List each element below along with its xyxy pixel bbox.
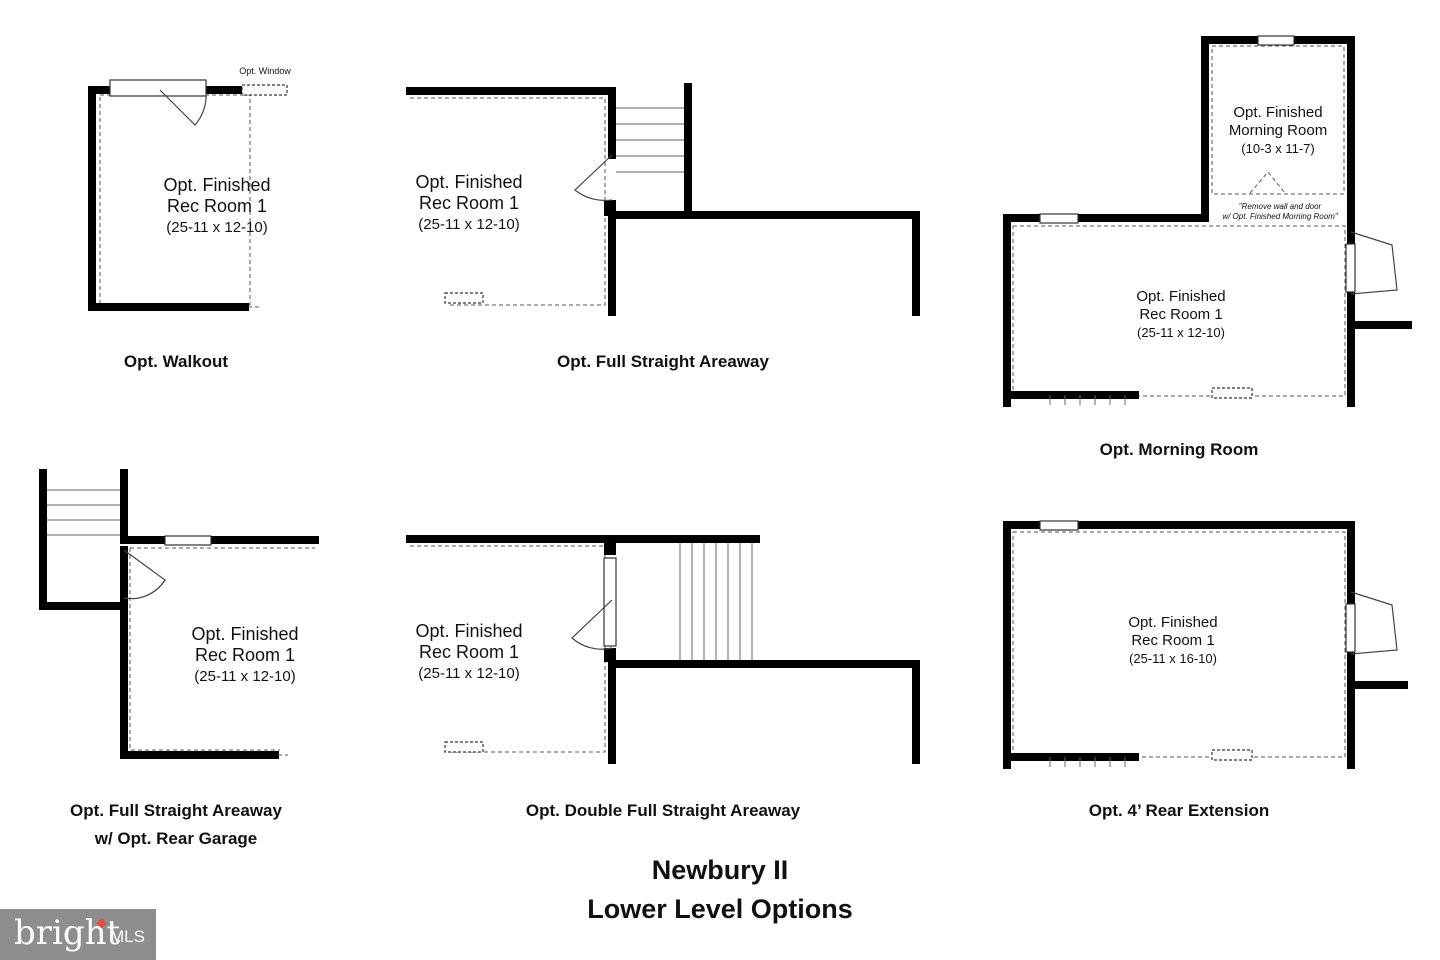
room-dimensions: (25-11 x 12-10)	[194, 668, 296, 685]
plan-morning-room	[1003, 35, 1412, 407]
plan-note: "Remove wall and door w/ Opt. Finished M…	[1222, 202, 1337, 222]
plan-caption: Opt. Double Full Straight Areaway	[525, 801, 801, 820]
bright-mls-logo: bright MLS	[0, 909, 156, 960]
plan-caption: Opt. Full Straight Areaway w/ Opt. Rear …	[70, 797, 282, 853]
room-name: Rec Room 1	[418, 193, 520, 213]
room-dimensions: (25-11 x 12-10)	[418, 665, 520, 682]
plan-caption: Opt. 4’ Rear Extension	[1088, 801, 1270, 820]
room-name: Rec Room 1	[194, 645, 296, 665]
room-name: Rec Room 1	[1131, 632, 1215, 649]
plan-walkout	[88, 79, 288, 311]
room-name: Opt. Finished	[163, 175, 271, 195]
plan-caption: Opt. Walkout	[123, 352, 229, 371]
room-name: Rec Room 1	[418, 642, 520, 662]
title-line: Newbury II	[651, 855, 789, 885]
room-label: Opt. Finished Rec Room 1 (25-11 x 16-10)	[1128, 614, 1217, 668]
room-name: Morning Room	[1228, 122, 1328, 139]
caption-line: w/ Opt. Rear Garage	[94, 829, 258, 848]
note-line: w/ Opt. Finished Morning Room"	[1222, 212, 1338, 221]
plan-full-straight-areaway	[406, 83, 920, 316]
subtitle-line: Lower Level Options	[587, 894, 853, 924]
room-label: Opt. Finished Morning Room (10-3 x 11-7)	[1229, 104, 1327, 158]
room-name: Opt. Finished	[191, 624, 299, 644]
plan-areaway-rear-garage	[39, 469, 319, 759]
room-dimensions: (25-11 x 12-10)	[418, 216, 520, 233]
plan-caption: Opt. Morning Room	[1099, 440, 1259, 459]
room-dimensions: (10-3 x 11-7)	[1241, 141, 1315, 156]
logo-brand: bright	[14, 913, 121, 953]
room-name: Rec Room 1	[1139, 306, 1223, 323]
plan-caption: Opt. Full Straight Areaway	[557, 352, 769, 371]
room-label: Opt. Finished Rec Room 1 (25-11 x 12-10)	[415, 621, 522, 684]
window-label: Opt. Window	[239, 66, 291, 76]
page-title: Newbury II Lower Level Options	[587, 851, 853, 929]
room-label: Opt. Finished Rec Room 1 (25-11 x 12-10)	[191, 624, 298, 687]
plan-rear-extension	[1003, 520, 1408, 769]
note-line: "Remove wall and door	[1238, 202, 1322, 211]
room-dimensions: (25-11 x 12-10)	[1137, 325, 1225, 340]
room-name: Opt. Finished	[415, 621, 523, 641]
room-name: Opt. Finished	[1233, 104, 1323, 121]
room-label: Opt. Finished Rec Room 1 (25-11 x 12-10)	[163, 175, 270, 238]
room-dimensions: (25-11 x 16-10)	[1129, 651, 1217, 666]
room-label: Opt. Finished Rec Room 1 (25-11 x 12-10)	[415, 172, 522, 235]
plan-double-areaway	[406, 535, 920, 764]
room-name: Opt. Finished	[415, 172, 523, 192]
room-dimensions: (25-11 x 12-10)	[166, 219, 268, 236]
room-label: Opt. Finished Rec Room 1 (25-11 x 12-10)	[1136, 288, 1225, 342]
room-name: Rec Room 1	[166, 196, 268, 216]
room-name: Opt. Finished	[1136, 288, 1226, 305]
room-name: Opt. Finished	[1128, 614, 1218, 631]
logo-suffix: MLS	[110, 927, 145, 946]
caption-line: Opt. Full Straight Areaway	[70, 801, 282, 820]
